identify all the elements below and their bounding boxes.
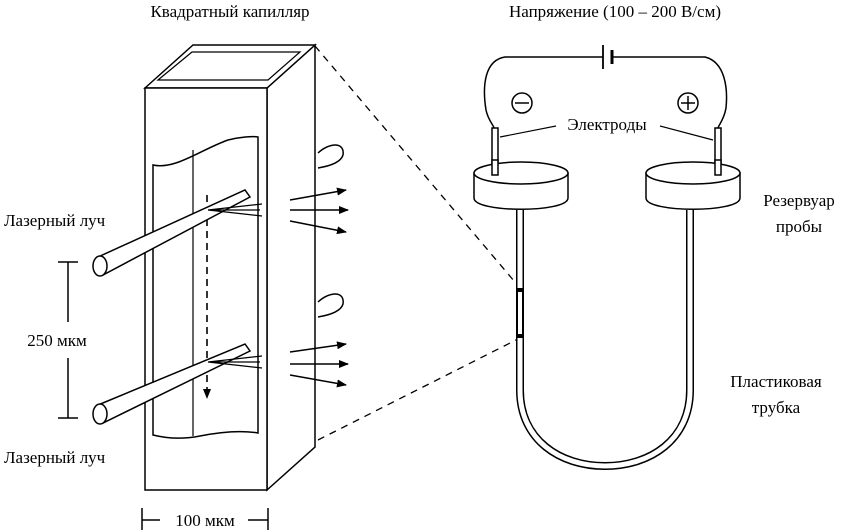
- sample-reservoir-right: [645, 161, 741, 210]
- zoom-line-top: [314, 45, 521, 289]
- negative-polarity-icon: [511, 92, 533, 114]
- distance-dimension: [58, 261, 78, 419]
- laser-beam-top: [92, 189, 263, 277]
- capillary-side-bump-bottom: [317, 293, 344, 318]
- laser-beam-bottom: [92, 343, 263, 425]
- fluorescence-arrows-bottom: [289, 341, 349, 388]
- square-capillary: [143, 43, 317, 492]
- tube-label-line2: трубка: [752, 398, 801, 417]
- fluorescence-arrows-top: [289, 187, 349, 235]
- width-dimension: [141, 508, 269, 530]
- reservoir-label-line2: пробы: [776, 217, 823, 236]
- zoom-line-bottom: [317, 337, 521, 441]
- plastic-tube: [516, 210, 694, 471]
- capillary-side-face: [266, 43, 316, 492]
- capillary-inner-window: [152, 135, 259, 439]
- width-label: 100 мкм: [175, 511, 235, 530]
- sample-reservoir-left: [473, 161, 569, 210]
- capillary-top-opening: [156, 51, 302, 81]
- positive-polarity-icon: [677, 92, 699, 114]
- reservoir-label-line1: Резервуар: [763, 191, 835, 210]
- power-circuit: [483, 45, 728, 176]
- laser-label-bottom: Лазерный луч: [4, 448, 106, 467]
- laser-label-top: Лазерный луч: [4, 211, 106, 230]
- capillary-title: Квадратный капилляр: [150, 2, 309, 21]
- voltage-title: Напряжение (100 – 200 В/см): [509, 2, 721, 21]
- capillary-side-bump-top: [317, 144, 344, 169]
- electrodes-label: Электроды: [567, 115, 647, 134]
- tube-label-line1: Пластиковая: [730, 372, 822, 391]
- distance-label: 250 мкм: [27, 331, 87, 350]
